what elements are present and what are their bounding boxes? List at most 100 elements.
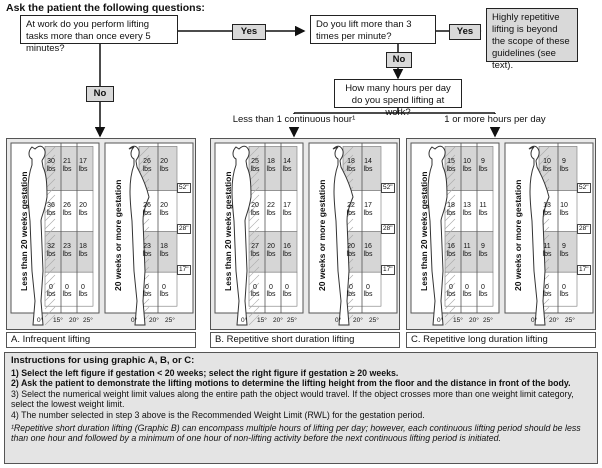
angle-label: 25° [83,317,93,324]
question-hours-per-day: How many hours per day do you spend lift… [334,79,462,118]
angle-label: 20° [149,317,159,324]
panel-figure-drawing [410,142,594,326]
angle-label: 25° [165,317,175,324]
angle-label: 20° [469,317,479,324]
instruction-step-1: 1) Select the left figure if gestation <… [11,367,399,378]
angle-label: 0° [37,317,44,324]
no-label: No [86,86,114,102]
instruction-step-2: 2) Ask the patient to demonstrate the li… [11,378,571,389]
angle-label: 0° [437,317,444,324]
height-marker: 17" [577,264,591,275]
angle-label: 0° [131,317,138,324]
panel-caption: B. Repetitive short duration lifting [210,332,400,348]
angle-label: 15° [453,317,463,324]
panel-caption: C. Repetitive long duration lifting [406,332,596,348]
angle-label: 25° [483,317,493,324]
angle-label: 25° [369,317,379,324]
angle-label: 25° [565,317,575,324]
angle-label: 25° [287,317,297,324]
question-lifts-per-minute: Do you lift more than 3 times per minute… [310,15,436,44]
label-less-than-20-weeks: Less than 20 weeks gestation [223,171,233,291]
angle-label: 20° [549,317,559,324]
height-marker: 17" [177,264,191,275]
angle-label: 20° [353,317,363,324]
height-marker: 28" [177,224,191,234]
page-title: Ask the patient the following questions: [6,2,205,14]
panel-caption: A. Infrequent lifting [6,332,196,348]
height-marker: 28" [577,224,591,234]
height-marker: 52" [177,183,191,194]
instruction-step-3: 3) Select the numerical weight limit val… [11,388,574,410]
label-20-weeks-or-more: 20 weeks or more gestation [317,179,327,292]
option-short-duration: Less than 1 continuous hour¹ [226,114,362,125]
label-20-weeks-or-more: 20 weeks or more gestation [113,179,123,292]
yes-label: Yes [232,24,266,40]
angle-label: 20° [69,317,79,324]
angle-label: 0° [241,317,248,324]
height-marker: 52" [381,183,395,194]
label-20-weeks-or-more: 20 weeks or more gestation [513,179,523,292]
angle-label: 0° [531,317,538,324]
instruction-footnote: ¹Repetitive short duration lifting (Grap… [11,422,581,444]
angle-label: 20° [273,317,283,324]
label-less-than-20-weeks: Less than 20 weeks gestation [419,171,429,291]
height-marker: 17" [381,264,395,275]
angle-label: 15° [53,317,63,324]
height-marker: 52" [577,183,591,194]
yes-label-2: Yes [449,24,481,40]
